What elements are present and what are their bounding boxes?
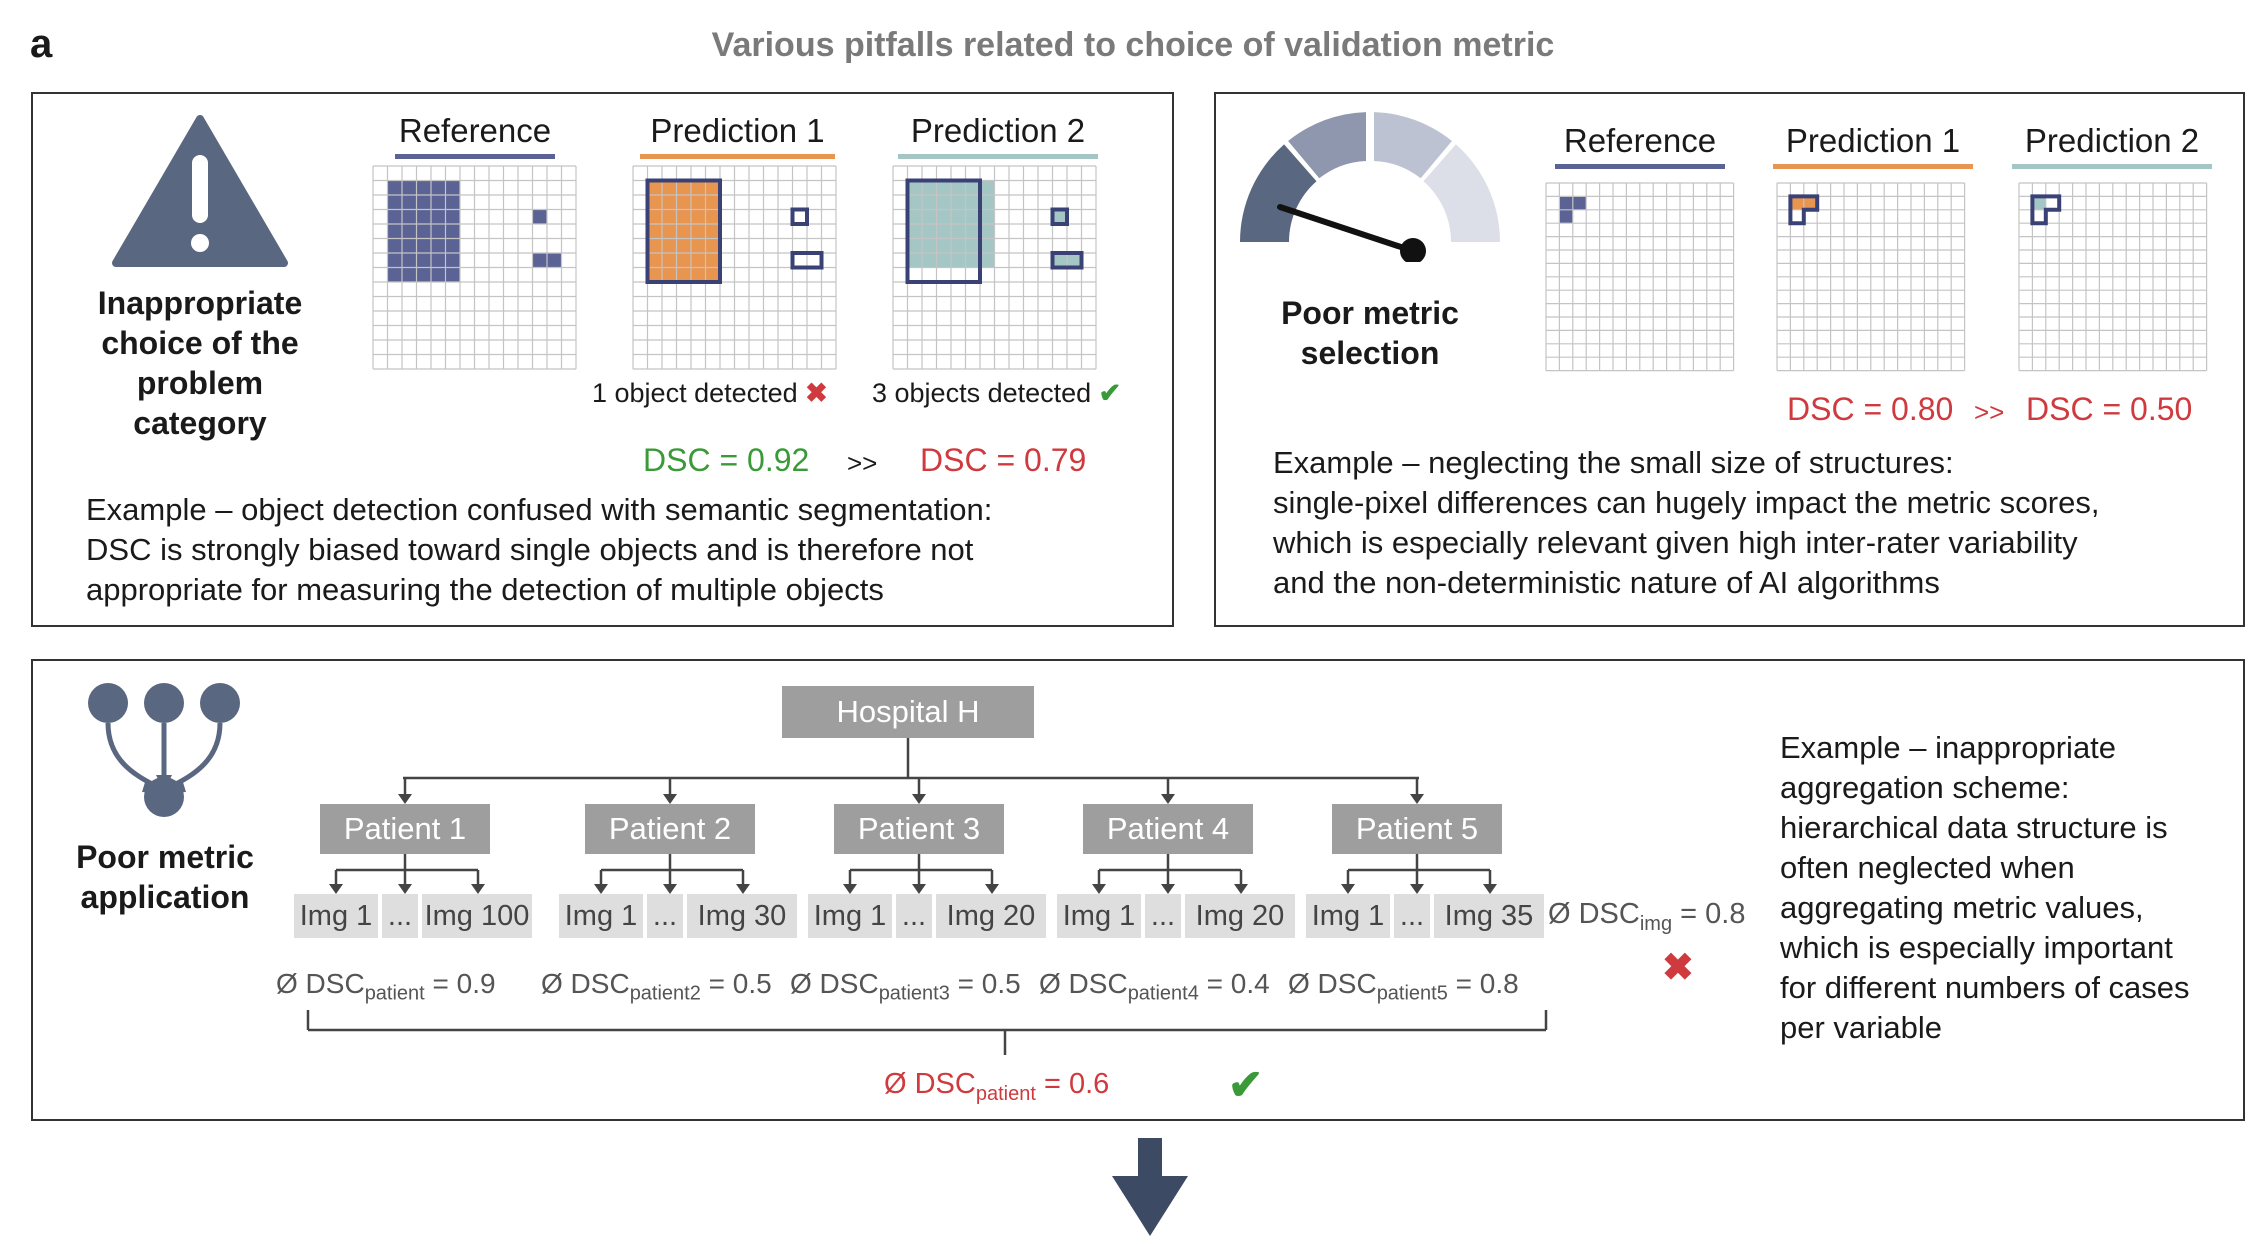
image-node: Img 1 [1306,894,1390,938]
header-prediction-1: Prediction 1 [640,112,835,159]
example-line: Example – neglecting the small size of s… [1273,445,1954,480]
prediction-1-grid [632,165,837,370]
patient-node: Patient 5 [1332,804,1502,854]
example-line: Example – object detection confused with… [86,492,993,527]
dsc-value-1: DSC = 0.80 [1787,391,1954,427]
image-node: Img 30 [687,894,797,938]
image-node: ... [647,894,683,938]
example-line: DSC is strongly biased toward single obj… [86,532,974,567]
heading-line: Poor metric [76,839,254,875]
example-line: aggregating metric values, [1780,890,2144,925]
image-node: Img 35 [1434,894,1544,938]
example-line: hierarchical data structure is [1780,810,2168,845]
example-line: appropriate for measuring the detection … [86,572,884,607]
heading-line: category [133,405,267,441]
patient-node: Patient 3 [834,804,1004,854]
example-line: which is especially important [1780,930,2173,965]
image-node: Img 20 [936,894,1046,938]
example-line: single-pixel differences can hugely impa… [1273,485,2100,520]
heading-line: choice of the [101,325,299,361]
image-node: ... [1394,894,1430,938]
dsc-value-2: DSC = 0.50 [2026,391,2193,427]
metric-application-example: Example – inappropriate aggregation sche… [1780,728,2190,1048]
image-node: Img 20 [1185,894,1295,938]
prediction-2-grid [892,165,1097,370]
patient-node: Patient 4 [1083,804,1253,854]
image-node: Img 1 [294,894,378,938]
gauge-icon [1240,112,1500,262]
heading-line: problem [136,365,264,401]
image-node: ... [382,894,418,938]
patient-node: Patient 2 [585,804,755,854]
warning-triangle-icon [112,115,288,267]
cross-icon: ✖ [1662,947,1694,989]
patient-dsc-label: Ø DSCpatient4 = 0.4 [1039,968,1270,1005]
example-line: for different numbers of cases [1780,970,2190,1005]
problem-category-example: Example – object detection confused with… [86,490,992,610]
metric-selection-heading: Poor metric selection [1240,293,1500,373]
heading-line: selection [1300,335,1440,371]
example-line: often neglected when [1780,850,2075,885]
metric-application-panel [31,659,2245,1121]
problem-category-heading: Inappropriate choice of the problem cate… [60,283,340,443]
heading-line: Inappropriate [97,285,303,321]
check-icon: ✔ [1098,378,1122,408]
reference-grid [1545,182,1735,372]
header-reference: Reference [395,112,555,159]
metric-application-heading: Poor metric application [55,837,275,917]
dsc-value-2: DSC = 0.79 [920,442,1087,478]
header-prediction-2: Prediction 2 [2012,122,2212,169]
much-greater-sign: >> [847,448,878,478]
image-node: Img 1 [808,894,892,938]
metric-selection-panel [1214,92,2245,627]
patient-dsc-label: Ø DSCpatient = 0.9 [276,968,496,1005]
figure-title: Various pitfalls related to choice of va… [711,26,1555,64]
reference-grid [372,165,577,370]
dsc-value-1: DSC = 0.92 [643,442,810,478]
header-prediction-1: Prediction 1 [1773,122,1973,169]
heading-line: application [80,879,250,915]
patient-dsc-label: Ø DSCpatient5 = 0.8 [1288,968,1519,1005]
image-node: Img 1 [559,894,643,938]
image-node: Img 1 [1057,894,1141,938]
patient-dsc-label: Ø DSCpatient3 = 0.5 [790,968,1021,1005]
hospital-node: Hospital H [782,686,1034,738]
image-node: ... [896,894,932,938]
problem-category-panel [31,92,1174,627]
aggregation-nodes-icon [88,683,240,817]
image-node: ... [1145,894,1181,938]
header-prediction-2: Prediction 2 [898,112,1098,159]
example-line: Example – inappropriate [1780,730,2117,765]
dsc-patient-aggregate: Ø DSCpatient = 0.6 [884,1068,1110,1105]
prediction-2-grid [2018,182,2208,372]
panel-label: a [30,22,53,66]
metric-selection-example: Example – neglecting the small size of s… [1273,443,2099,603]
patient-dsc-label: Ø DSCpatient2 = 0.5 [541,968,772,1005]
detect-1-label: 1 object detected ✖ [592,378,828,408]
heading-line: Poor metric [1281,295,1459,331]
patient-node: Patient 1 [320,804,490,854]
example-line: and the non-deterministic nature of AI a… [1273,565,1940,600]
prediction-1-grid [1776,182,1966,372]
example-line: which is especially relevant given high … [1273,525,2078,560]
detect-2-label: 3 objects detected ✔ [872,378,1122,408]
dsc-img-label: Ø DSCimg = 0.8 [1548,898,1746,935]
much-greater-sign: >> [1974,397,2005,427]
down-arrow-icon [1112,1138,1188,1236]
check-icon: ✔ [1228,1061,1264,1108]
cross-icon: ✖ [805,378,828,408]
image-node: Img 100 [422,894,532,938]
header-reference: Reference [1555,122,1725,169]
example-line: per variable [1780,1010,1942,1045]
example-line: aggregation scheme: [1780,770,2070,805]
